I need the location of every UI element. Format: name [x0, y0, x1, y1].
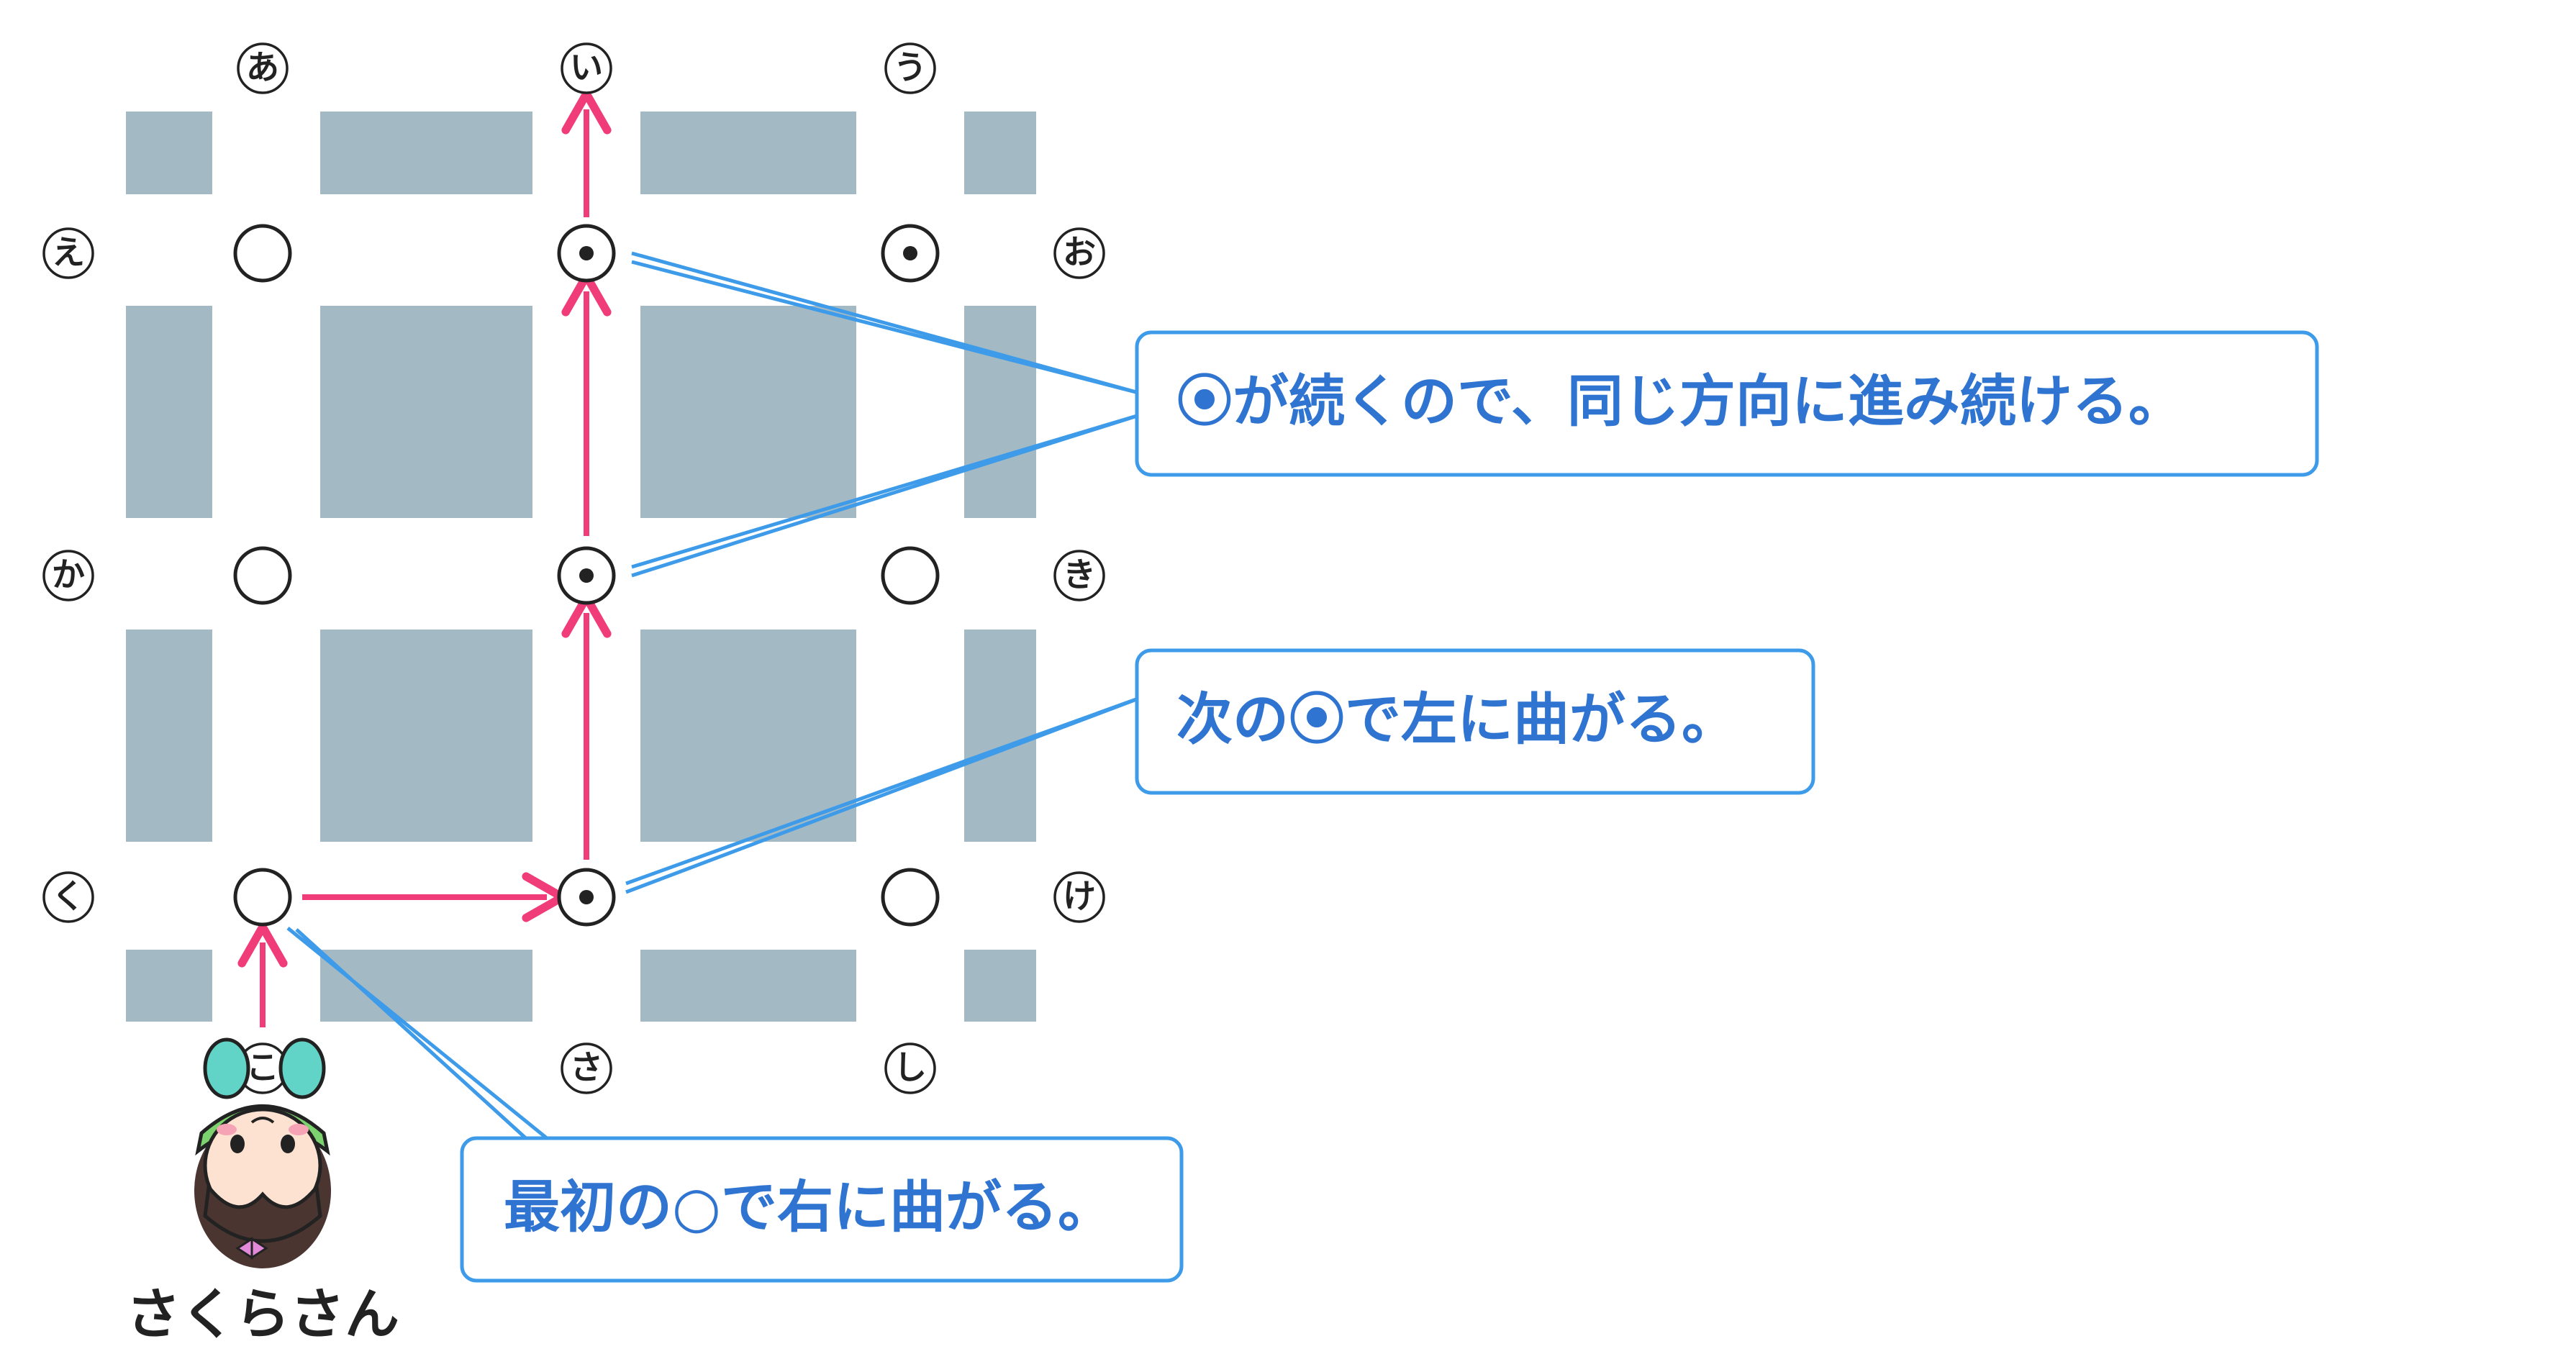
block-2-3: [964, 630, 1036, 842]
edge-label-top-1: い: [561, 42, 612, 94]
callout-right-turn-text: 最初の○で右に曲がる。: [504, 1175, 1114, 1240]
svg-text:い: い: [570, 48, 603, 87]
edge-label-right-1: き: [1053, 550, 1105, 601]
node-1-1: [557, 546, 616, 605]
character-name: さくらさん: [126, 1282, 399, 1346]
edge-label-top-0: あ: [237, 42, 289, 94]
edge-label-right-0: お: [1053, 227, 1105, 279]
block-0-3: [964, 112, 1036, 194]
block-3-2: [640, 950, 856, 1022]
callout-continue: ⦿が続くので、同じ方向に進み続ける。: [1135, 330, 2319, 477]
svg-text:け: け: [1063, 877, 1096, 916]
edge-label-bottom-2: し: [884, 1042, 936, 1094]
block-0-0: [126, 112, 212, 194]
svg-text:し: し: [894, 1048, 927, 1087]
block-2-1: [320, 630, 532, 842]
node-2-0: [233, 868, 292, 927]
block-2-2: [640, 630, 856, 842]
callout-right-turn: 最初の○で右に曲がる。: [460, 1136, 1184, 1283]
svg-text:さ: さ: [570, 1048, 603, 1087]
block-0-2: [640, 112, 856, 194]
route-arrows: [237, 89, 612, 1027]
block-3-3: [964, 950, 1036, 1022]
node-2-2: [881, 868, 940, 927]
svg-text:お: お: [1063, 233, 1096, 272]
city-blocks: [126, 112, 1036, 1022]
node-1-0: [233, 546, 292, 605]
block-0-1: [320, 112, 532, 194]
edge-label-left-2: く: [42, 871, 94, 923]
callout-left-turn: 次の⦿で左に曲がる。: [1135, 648, 1815, 795]
svg-text:き: き: [1063, 555, 1096, 594]
block-3-1: [320, 950, 532, 1022]
svg-text:こ: こ: [246, 1048, 279, 1087]
svg-text:か: か: [52, 555, 85, 594]
intersection-nodes: [233, 224, 940, 927]
block-1-3: [964, 306, 1036, 518]
edge-label-left-0: え: [42, 227, 94, 279]
block-1-2: [640, 306, 856, 518]
block-3-0: [126, 950, 212, 1022]
node-0-2: [881, 224, 940, 283]
block-1-1: [320, 306, 532, 518]
edge-label-top-2: う: [884, 42, 936, 94]
node-0-1: [557, 224, 616, 283]
block-2-0: [126, 630, 212, 842]
node-0-0: [233, 224, 292, 283]
node-1-2: [881, 546, 940, 605]
svg-text:く: く: [52, 877, 85, 916]
edge-label-left-1: か: [42, 550, 94, 601]
svg-text:え: え: [52, 233, 85, 272]
callout-left-turn-text: 次の⦿で左に曲がる。: [1176, 687, 1738, 752]
edge-label-bottom-1: さ: [561, 1042, 612, 1094]
callout-continue-text: ⦿が続くので、同じ方向に進み続ける。: [1176, 369, 2185, 434]
node-2-1: [557, 868, 616, 927]
svg-text:あ: あ: [246, 48, 279, 87]
edge-label-right-2: け: [1053, 871, 1105, 923]
block-1-0: [126, 306, 212, 518]
svg-text:う: う: [894, 48, 927, 87]
girl-face-icon: [194, 1037, 331, 1268]
